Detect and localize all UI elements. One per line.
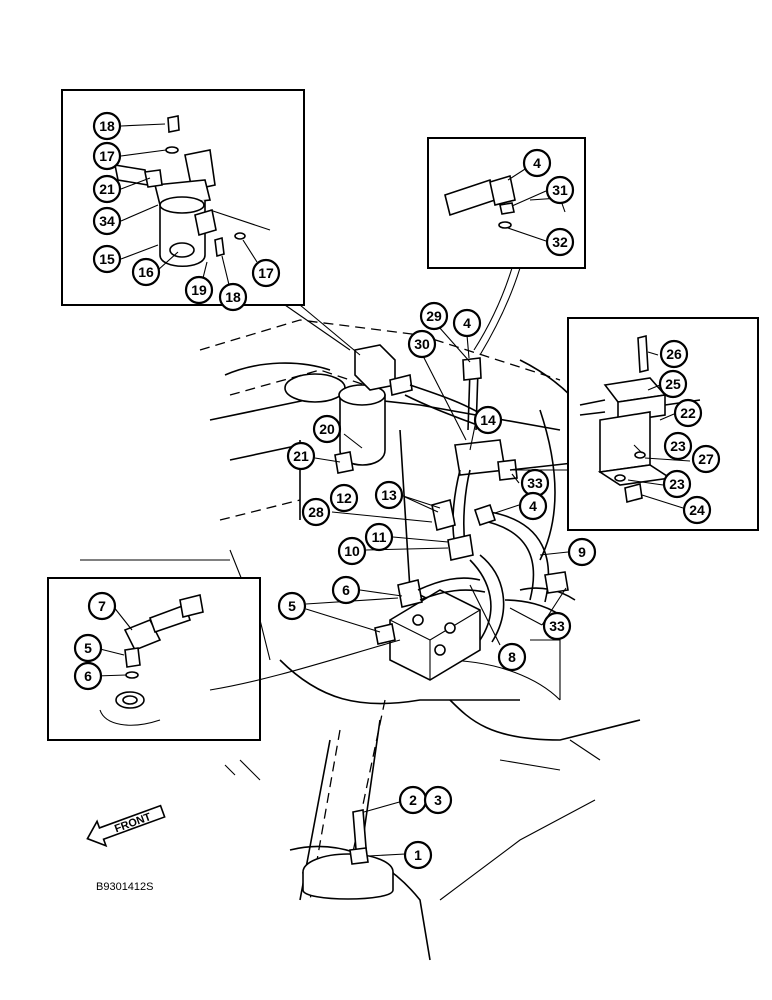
callout-3: 3 [423, 785, 453, 815]
svg-text:33: 33 [549, 618, 565, 634]
callout-15: 15 [92, 244, 122, 274]
svg-text:3: 3 [434, 792, 442, 808]
svg-text:7: 7 [98, 598, 106, 614]
callout-20: 20 [312, 414, 342, 444]
callout-29: 29 [419, 301, 449, 331]
svg-text:19: 19 [191, 282, 207, 298]
inset-bracket [510, 317, 759, 531]
figure-code: B9301412S [96, 881, 154, 893]
suction-hose [302, 809, 394, 900]
callout-10: 10 [337, 536, 367, 566]
callout-32: 32 [545, 227, 575, 257]
callout-21b: 21 [286, 441, 316, 471]
callout-11: 11 [364, 522, 394, 552]
inset-elbow-part [99, 594, 204, 726]
callout-2: 2 [398, 785, 428, 815]
svg-text:24: 24 [689, 502, 705, 518]
svg-text:8: 8 [508, 649, 516, 665]
svg-text:25: 25 [665, 376, 681, 392]
svg-text:13: 13 [381, 487, 397, 503]
callout-7: 7 [87, 591, 117, 621]
callout-18: 18 [92, 111, 122, 141]
svg-text:29: 29 [426, 308, 442, 324]
callout-21: 21 [92, 174, 122, 204]
inset-bracket-part [579, 334, 701, 504]
svg-text:34: 34 [99, 213, 115, 229]
callout-5: 5 [277, 591, 307, 621]
svg-text:30: 30 [414, 336, 430, 352]
callout-31: 31 [545, 175, 575, 205]
callout-9: 9 [567, 537, 597, 567]
callout-17: 17 [92, 141, 122, 171]
callout-24: 24 [682, 495, 712, 525]
svg-text:16: 16 [138, 264, 154, 280]
svg-text:17: 17 [258, 265, 274, 281]
callout-4-right: 4 [518, 491, 548, 521]
svg-text:21: 21 [293, 448, 309, 464]
callout-30: 30 [407, 329, 437, 359]
callout-6b: 6 [73, 661, 103, 691]
hose-assembly [431, 357, 601, 643]
callout-27: 27 [691, 444, 721, 474]
svg-text:2: 2 [409, 792, 417, 808]
callout-6: 6 [331, 575, 361, 605]
svg-text:5: 5 [84, 640, 92, 656]
callout-14: 14 [473, 405, 503, 435]
svg-text:31: 31 [552, 182, 568, 198]
callout-1: 1 [403, 840, 433, 870]
svg-text:23: 23 [669, 476, 685, 492]
callout-5b: 5 [73, 633, 103, 663]
callout-16: 16 [131, 257, 161, 287]
svg-text:12: 12 [336, 490, 352, 506]
callout-13: 13 [374, 480, 404, 510]
callout-34: 34 [92, 206, 122, 236]
svg-text:6: 6 [342, 582, 350, 598]
svg-text:4: 4 [463, 315, 471, 331]
svg-text:1: 1 [414, 847, 422, 863]
svg-text:28: 28 [308, 504, 324, 520]
callout-17b: 17 [251, 258, 281, 288]
svg-text:FRONT: FRONT [113, 811, 153, 835]
svg-text:22: 22 [680, 405, 696, 421]
svg-text:33: 33 [527, 475, 543, 491]
callout-25: 25 [658, 369, 688, 399]
svg-text:27: 27 [698, 451, 714, 467]
callout-4-mid: 4 [452, 308, 482, 338]
inset-filter-part [113, 115, 271, 267]
svg-text:14: 14 [480, 412, 496, 428]
svg-text:11: 11 [372, 529, 387, 545]
callout-23b: 23 [662, 469, 692, 499]
callout-28: 28 [301, 497, 331, 527]
callout-23: 23 [663, 431, 693, 461]
svg-text:5: 5 [288, 598, 296, 614]
callout-26: 26 [659, 339, 689, 369]
svg-text:4: 4 [533, 155, 541, 171]
svg-text:21: 21 [99, 181, 115, 197]
callout-22: 22 [673, 398, 703, 428]
svg-text:32: 32 [552, 234, 568, 250]
svg-text:9: 9 [578, 544, 586, 560]
svg-text:23: 23 [670, 438, 686, 454]
callout-12: 12 [329, 483, 359, 513]
callout-8: 8 [497, 642, 527, 672]
front-arrow: FRONT [86, 804, 166, 848]
svg-text:26: 26 [666, 346, 682, 362]
svg-text:6: 6 [84, 668, 92, 684]
svg-text:18: 18 [225, 289, 241, 305]
callout-33-low: 33 [542, 611, 572, 641]
control-valve [374, 577, 486, 681]
svg-text:10: 10 [344, 543, 360, 559]
callout-33-top: 33 [520, 468, 550, 498]
callout-18b: 18 [218, 282, 248, 312]
callouts: 18 17 21 34 15 16 19 18 17 4 31 32 29 4 … [73, 111, 721, 870]
callout-4-top: 4 [522, 148, 552, 178]
svg-text:20: 20 [319, 421, 335, 437]
inset-fitting-part [444, 174, 566, 229]
svg-text:15: 15 [99, 251, 115, 267]
callout-19: 19 [184, 275, 214, 305]
svg-text:4: 4 [529, 498, 537, 514]
svg-text:17: 17 [99, 148, 115, 164]
svg-text:18: 18 [99, 118, 115, 134]
